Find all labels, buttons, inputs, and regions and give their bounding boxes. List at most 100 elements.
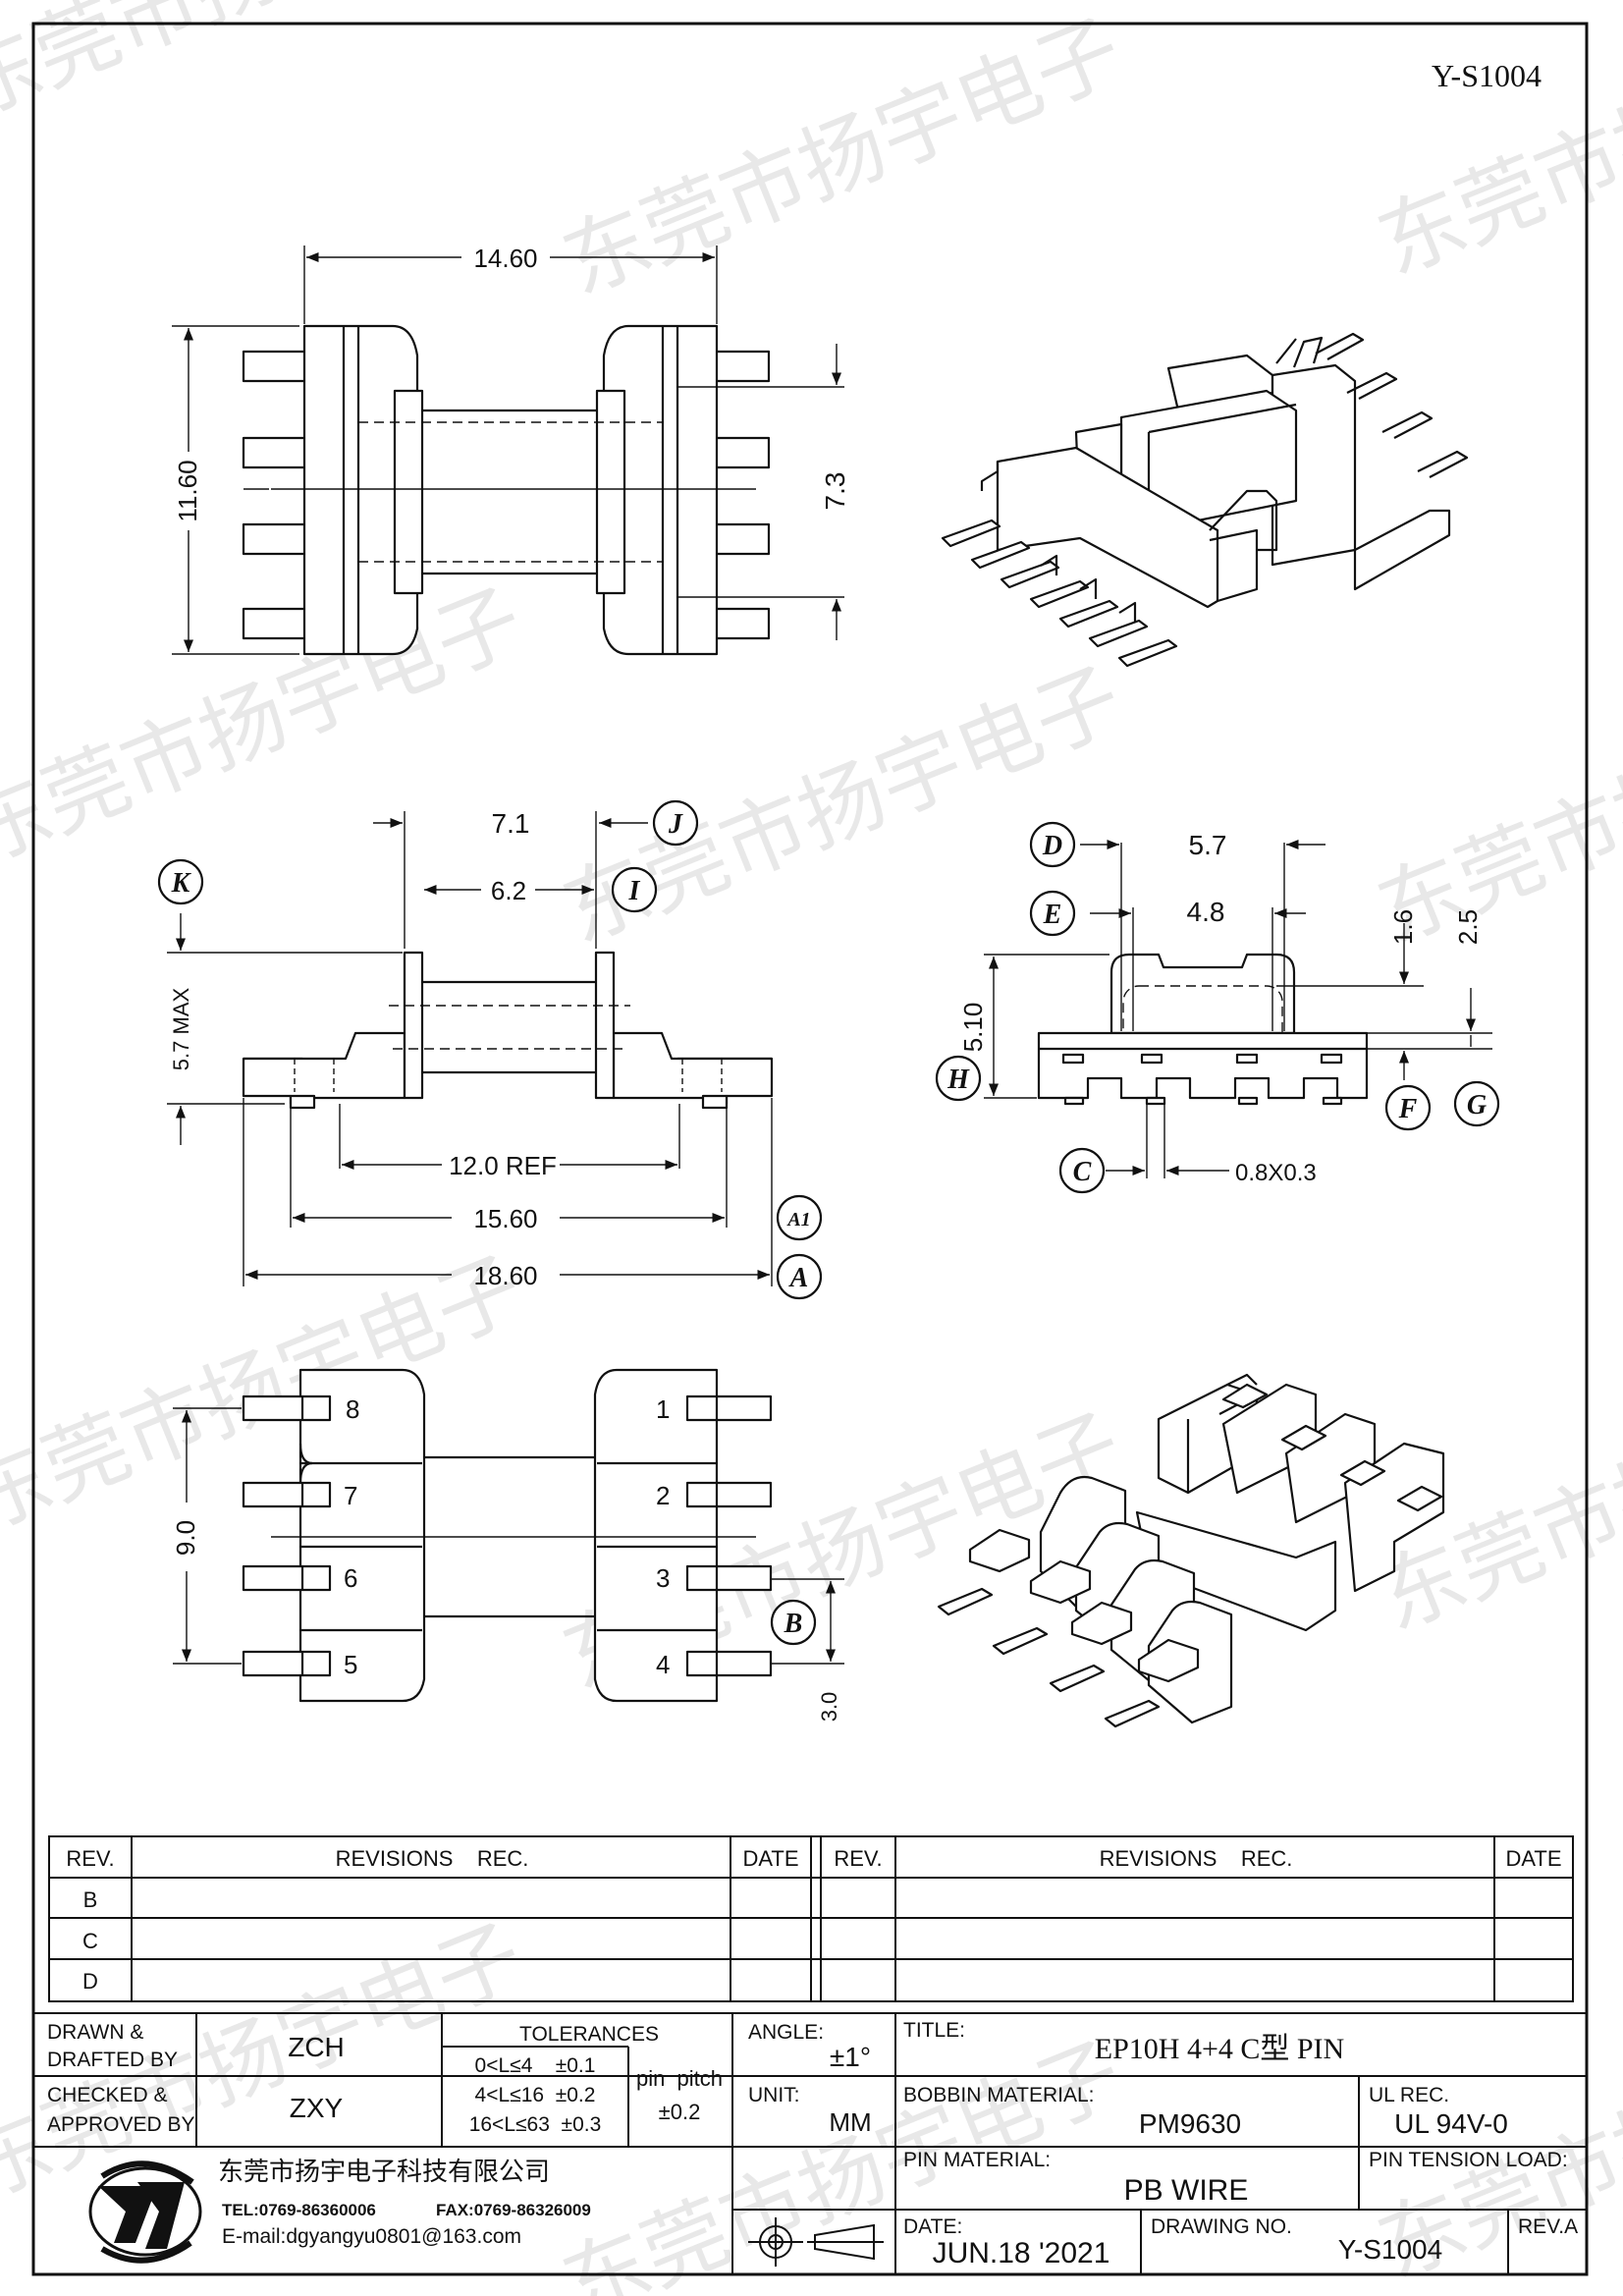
bobbin-material-value: PM9630: [1139, 2108, 1241, 2139]
dim-5-10: 5.10: [958, 1003, 988, 1053]
company-tel: TEL:0769-86360006: [222, 2201, 376, 2219]
end-view-dimensions: [984, 839, 1492, 1178]
pin-2: 2: [656, 1481, 670, 1510]
pin-4: 4: [656, 1650, 670, 1679]
reference-letters: J I K A1 A D E H F G C B: [171, 809, 1487, 1639]
title-block-text: DRAWN & DRAFTED BY ZCH CHECKED & APPROVE…: [47, 2019, 1578, 2269]
title-block-grid: [33, 2012, 1587, 2274]
label-e: E: [1043, 900, 1062, 930]
checked-by-value: ZXY: [290, 2093, 344, 2123]
drawn-by-value: ZCH: [288, 2032, 345, 2062]
angle-label: ANGLE:: [748, 2021, 824, 2044]
label-j: J: [668, 809, 683, 840]
drawn-label-1: DRAWN &: [47, 2021, 143, 2044]
title-label: TITLE:: [903, 2019, 965, 2042]
pin-material-value: PB WIRE: [1124, 2174, 1249, 2207]
checked-label-1: CHECKED &: [47, 2084, 168, 2106]
drawing-no-value: Y-S1004: [1338, 2234, 1442, 2265]
revision-table: [48, 1835, 1574, 2002]
dim-15-60: 15.60: [473, 1204, 537, 1233]
label-i: I: [628, 876, 641, 906]
dim-height-top: 11.60: [173, 460, 202, 521]
side-view-dimensions: [167, 811, 773, 1286]
dim-1-6: 1.6: [1388, 909, 1418, 945]
label-h: H: [947, 1065, 970, 1095]
company-fax: FAX:0769-86326009: [436, 2201, 591, 2219]
watermark: 东莞市扬宇电子: [550, 1, 1135, 313]
label-f: F: [1398, 1094, 1418, 1124]
tolerance-3: 16<L≤63 ±0.3: [469, 2113, 602, 2136]
pin-5: 5: [344, 1650, 357, 1679]
angle-value: ±1°: [830, 2042, 871, 2072]
rev-a-label: REV.A: [1518, 2215, 1578, 2238]
dim-5-7: 5.7: [1189, 830, 1227, 860]
drawing-number-top: Y-S1004: [1432, 58, 1542, 93]
pin-6: 6: [344, 1563, 357, 1593]
date-label: DATE:: [903, 2215, 962, 2238]
dim-9-0: 9.0: [171, 1520, 200, 1556]
title-value: EP10H 4+4 C型 PIN: [1095, 2033, 1344, 2065]
dim-ref: 12.0 REF: [449, 1151, 557, 1180]
iso-view-bottom: [937, 1373, 1445, 1728]
date-header-2: DATE: [1505, 1846, 1561, 1871]
ul-rec-value: UL 94V-0: [1394, 2108, 1508, 2139]
sheet-border: [31, 22, 1589, 2276]
dim-width-top: 14.60: [473, 244, 537, 273]
label-b: B: [784, 1609, 803, 1639]
pin-3: 3: [656, 1563, 670, 1593]
top-view-dimensions: [172, 246, 844, 655]
revision-table-text: REV. REVISIONS REC. DATE REV. REVISIONS …: [66, 1846, 1561, 1994]
rev-row-b: B: [83, 1887, 98, 1912]
label-d: D: [1042, 831, 1062, 861]
ul-rec-label: UL REC.: [1369, 2084, 1449, 2106]
top-view: [242, 324, 771, 656]
dim-pin-size: 0.8X0.3: [1235, 1160, 1317, 1186]
unit-value: MM: [829, 2107, 871, 2137]
pin-1: 1: [656, 1394, 670, 1424]
label-k: K: [171, 868, 192, 899]
dim-6-2: 6.2: [491, 876, 526, 905]
rev-row-d: D: [82, 1969, 98, 1994]
dimension-labels: 14.60 11.60 7.3 7.1 6.2 5.7 MAX 12.0 REF…: [169, 244, 1483, 1722]
revisions-header-2: REVISIONS REC.: [1100, 1846, 1293, 1871]
side-view: [242, 951, 774, 1110]
pin-8: 8: [346, 1394, 359, 1424]
company-name: 东莞市扬宇电子科技有限公司: [218, 2157, 550, 2186]
company-logo: [88, 2160, 202, 2264]
rev-header: REV.: [66, 1846, 114, 1871]
dim-4-8: 4.8: [1187, 897, 1225, 927]
drawn-label-2: DRAFTED BY: [47, 2049, 178, 2071]
label-a1: A1: [785, 1209, 810, 1230]
dim-max-height: 5.7 MAX: [169, 987, 193, 1070]
watermark: 东莞市扬宇电子: [1365, 0, 1623, 294]
end-view: [1037, 953, 1369, 1106]
date-header: DATE: [742, 1846, 798, 1871]
watermark: 东莞市扬宇电子: [0, 0, 526, 137]
pin-7: 7: [344, 1481, 357, 1510]
label-g: G: [1467, 1090, 1487, 1121]
reference-bubbles: [157, 799, 1500, 1646]
tolerances-header: TOLERANCES: [519, 2023, 659, 2046]
dim-2-5: 2.5: [1453, 909, 1483, 945]
iso-view-top: [941, 332, 1469, 668]
bottom-view: [242, 1368, 773, 1703]
revisions-header: REVISIONS REC.: [336, 1846, 529, 1871]
checked-label-2: APPROVED BY: [47, 2113, 195, 2136]
projection-symbol-icon: [748, 2217, 884, 2267]
date-value: JUN.18 '2021: [933, 2237, 1110, 2269]
tolerance-2: 4<L≤16 ±0.2: [475, 2084, 596, 2106]
label-c: C: [1073, 1157, 1092, 1187]
pin-pitch-label: pin pitch: [636, 2066, 723, 2091]
pin-material-label: PIN MATERIAL:: [903, 2149, 1051, 2171]
company-email: E-mail:dgyangyu0801@163.com: [222, 2225, 521, 2248]
drawing-no-label: DRAWING NO.: [1151, 2215, 1292, 2238]
bobbin-material-label: BOBBIN MATERIAL:: [903, 2084, 1095, 2106]
dim-pin-span: 7.3: [820, 472, 850, 511]
bottom-view-dimensions: [173, 1407, 844, 1665]
unit-label: UNIT:: [748, 2084, 800, 2106]
pin-pitch-tol: ±0.2: [659, 2100, 701, 2124]
tolerance-1: 0<L≤4 ±0.1: [475, 2054, 596, 2077]
dim-18-60: 18.60: [473, 1261, 537, 1290]
dim-7-1: 7.1: [492, 808, 530, 839]
